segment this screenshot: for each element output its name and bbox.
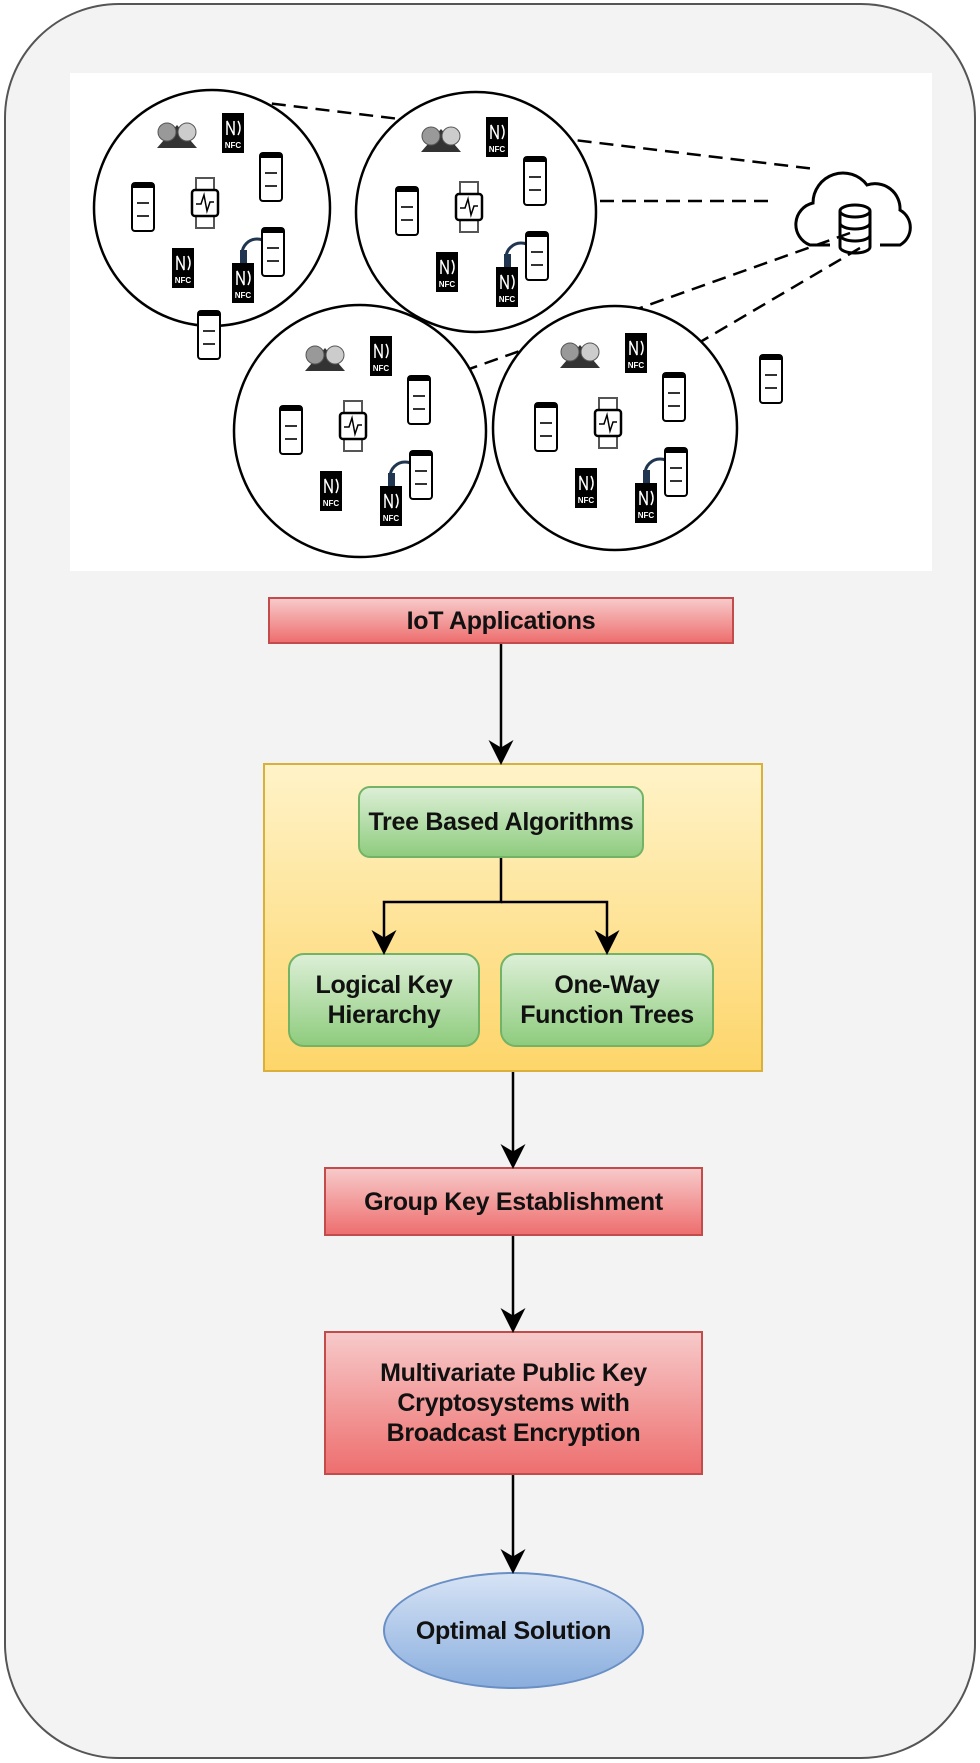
- nfc-label: NFC: [175, 276, 192, 285]
- smartphone-icon: [407, 375, 431, 425]
- nfc-tag-icon: NFC: [486, 117, 508, 157]
- one-way-function-trees-box: One-Way Function Trees: [500, 953, 714, 1047]
- nfc-label: NFC: [439, 280, 456, 289]
- nfc-label: NFC: [383, 514, 400, 523]
- nfc-tag-icon: NFC: [436, 252, 458, 292]
- smartphone-icon: [759, 354, 783, 404]
- smartphone-icon: [409, 450, 433, 500]
- smartphone-icon: [534, 402, 558, 452]
- tree-based-algorithms-box: Tree Based Algorithms: [358, 786, 644, 858]
- nfc-label: NFC: [225, 141, 242, 150]
- optimal-solution-ellipse: Optimal Solution: [383, 1572, 644, 1689]
- multivariate-cryptosystems-box: Multivariate Public Key Cryptosystems wi…: [324, 1331, 703, 1475]
- smartphone-icon: [525, 231, 549, 281]
- smartwatch-icon: [454, 181, 484, 233]
- smartphone-icon: [261, 227, 285, 277]
- nfc-label: NFC: [373, 364, 390, 373]
- earbuds-icon: [421, 126, 461, 152]
- smartwatch-icon: [338, 400, 368, 452]
- smartphone-icon: [259, 152, 283, 202]
- smartphone-icon: [523, 156, 547, 206]
- nfc-tag-icon: NFC: [232, 263, 254, 303]
- nfc-label: NFC: [638, 511, 655, 520]
- device-cluster: NFC NFC NFC: [491, 304, 739, 552]
- earbuds-icon: [560, 342, 600, 368]
- nfc-label: NFC: [499, 295, 516, 304]
- cloud-database-icon: [794, 171, 912, 255]
- nfc-label: NFC: [323, 499, 340, 508]
- smartphone-icon: [664, 447, 688, 497]
- nfc-label: NFC: [489, 145, 506, 154]
- nfc-label: NFC: [628, 361, 645, 370]
- iot-network-svg: NFC NFC NFC NFC NFC NFC NFC NFC NFC NFC NFC NFC: [92, 88, 912, 559]
- smartphone-icon: [131, 182, 155, 232]
- nfc-tag-icon: NFC: [635, 483, 657, 523]
- nfc-tag-icon: NFC: [222, 113, 244, 153]
- nfc-tag-icon: NFC: [575, 468, 597, 508]
- smartwatch-icon: [190, 177, 220, 229]
- logical-key-hierarchy-box: Logical Key Hierarchy: [288, 953, 480, 1047]
- device-cluster: NFC NFC NFC: [232, 303, 488, 559]
- smartphone-icon: [197, 310, 221, 360]
- smartphone-icon: [395, 186, 419, 236]
- nfc-tag-icon: NFC: [370, 336, 392, 376]
- smartphone-icon: [662, 372, 686, 422]
- nfc-tag-icon: NFC: [380, 486, 402, 526]
- earbuds-icon: [157, 122, 197, 148]
- smartphone-icon: [279, 405, 303, 455]
- iot-applications-box: IoT Applications: [268, 597, 734, 644]
- device-cluster: NFC NFC NFC: [354, 90, 598, 334]
- nfc-label: NFC: [578, 496, 595, 505]
- nfc-tag-icon: NFC: [625, 333, 647, 373]
- nfc-tag-icon: NFC: [496, 267, 518, 307]
- nfc-label: NFC: [235, 291, 252, 300]
- iot-network-illustration: NFC NFC NFC NFC NFC NFC NFC NFC NFC NFC NFC NFC: [70, 73, 932, 571]
- nfc-tag-icon: NFC: [172, 248, 194, 288]
- nfc-tag-icon: NFC: [320, 471, 342, 511]
- device-clusters: NFC NFC NFC NFC NFC NFC NFC NFC NFC NFC NFC NFC: [92, 88, 783, 559]
- earbuds-icon: [305, 345, 345, 371]
- group-key-establishment-box: Group Key Establishment: [324, 1167, 703, 1236]
- smartwatch-icon: [593, 397, 623, 449]
- device-cluster: NFC NFC NFC: [92, 88, 332, 328]
